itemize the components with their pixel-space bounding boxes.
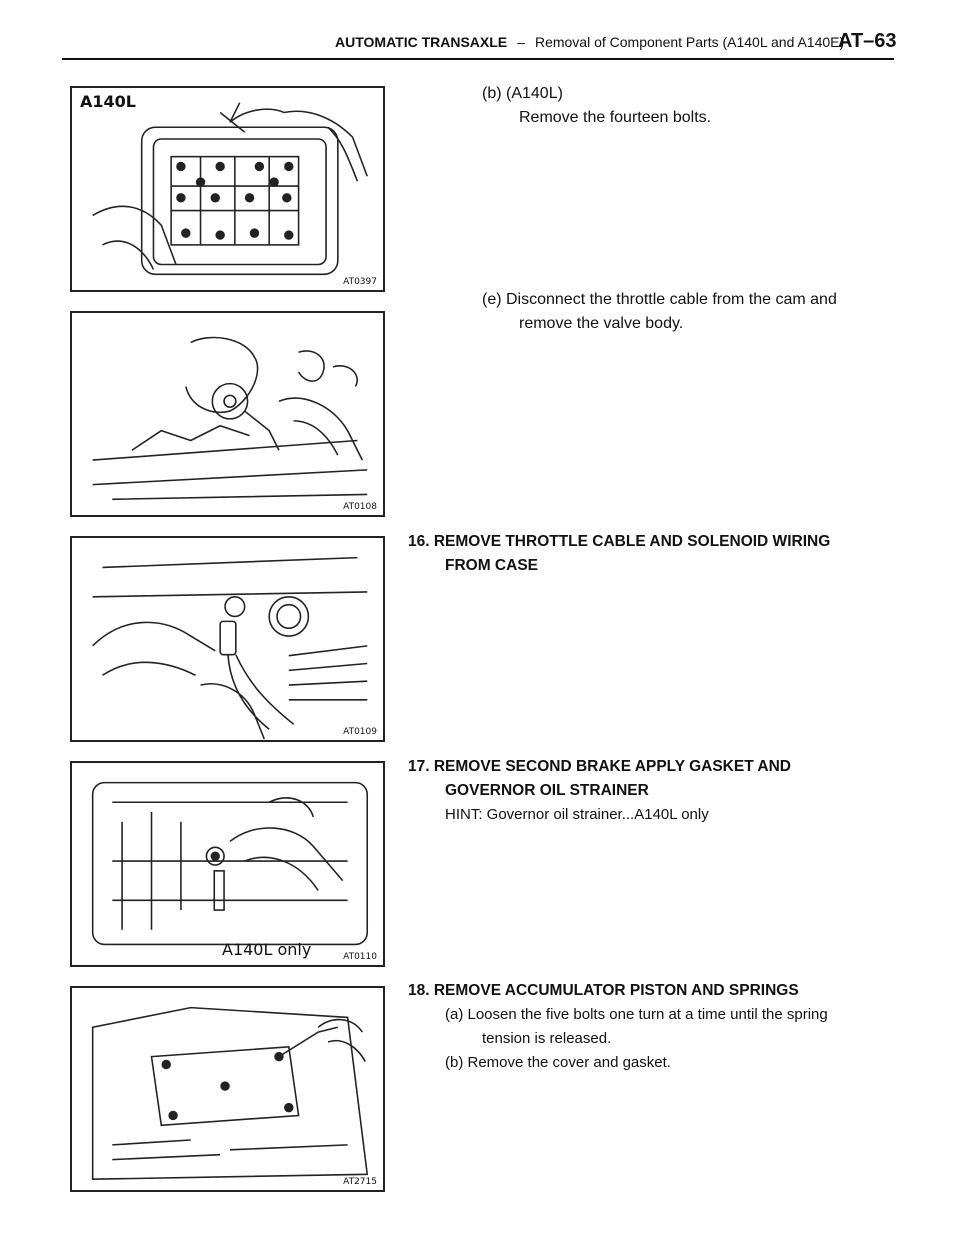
solenoid-wiring-drawing — [92, 556, 368, 740]
section-title: AUTOMATIC TRANSAXLE — [335, 34, 508, 50]
header-rule — [62, 58, 894, 60]
figure-valve-body-bolts: A140L AT0397 — [70, 86, 385, 292]
step-18b: (b) Remove the cover and gasket. — [445, 1054, 671, 1071]
step-16-heading: 16. REMOVE THROTTLE CABLE AND SOLENOID W… — [408, 533, 831, 550]
step-18a-line-1: (a) Loosen the five bolts one turn at a … — [445, 1006, 828, 1023]
figure-label: A140L only — [222, 940, 312, 959]
page-number: AT–63 — [838, 30, 897, 52]
figure-code: AT0108 — [343, 502, 377, 512]
figure-accumulator-cover: AT2715 — [70, 986, 385, 1192]
valve-body-bolts-drawing — [92, 102, 368, 276]
step-18a-line-2: tension is released. — [482, 1030, 612, 1047]
step-15b-text: Remove the fourteen bolts. — [519, 109, 712, 126]
step-18-heading: 18. REMOVE ACCUMULATOR PISTON AND SPRING… — [408, 982, 799, 999]
figure-code: AT0110 — [343, 952, 377, 962]
step-16-heading-cont: FROM CASE — [445, 557, 538, 574]
accumulator-cover-drawing — [91, 1006, 369, 1181]
step-17-heading-cont: GOVERNOR OIL STRAINER — [445, 782, 649, 799]
step-17-heading: 17. REMOVE SECOND BRAKE APPLY GASKET AND — [408, 758, 791, 775]
figure-label: A140L — [80, 92, 136, 111]
figure-throttle-cable-cam: AT0108 — [70, 311, 385, 517]
figure-solenoid-wiring: AT0109 — [70, 536, 385, 742]
figure-governor-strainer: A140L only AT0110 — [70, 761, 385, 967]
step-15b-title: (b) (A140L) — [482, 85, 563, 102]
step-17-hint: HINT: Governor oil strainer...A140L only — [445, 806, 709, 823]
figure-code: AT2715 — [343, 1177, 377, 1187]
governor-strainer-drawing — [91, 781, 369, 946]
step-15e-line-1: (e) Disconnect the throttle cable from t… — [482, 291, 837, 308]
throttle-cable-cam-drawing — [92, 336, 368, 501]
section-subtitle: Removal of Component Parts (A140L and A1… — [534, 34, 845, 50]
figure-code: AT0109 — [343, 727, 377, 737]
header-title: AUTOMATIC TRANSAXLE–Removal of Component… — [335, 34, 844, 50]
header-dash: – — [517, 34, 525, 50]
figure-code: AT0397 — [343, 277, 377, 287]
step-15e-line-2: remove the valve body. — [519, 315, 684, 332]
